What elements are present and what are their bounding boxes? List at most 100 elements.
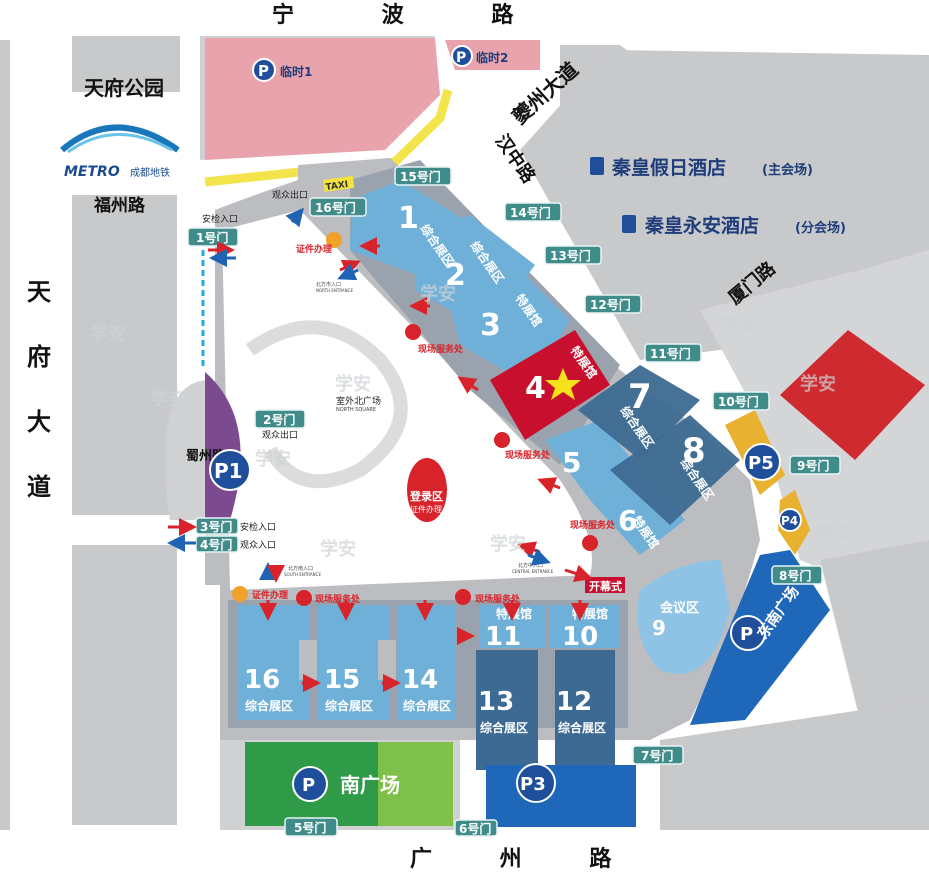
flow-arrows [167, 207, 593, 692]
svg-text:学安: 学安 [815, 523, 851, 545]
svg-text:秦皇假日酒店: 秦皇假日酒店 [611, 156, 726, 179]
svg-text:P: P [302, 775, 315, 796]
onsite-service-mid[interactable]: 现场服务处 [494, 432, 551, 461]
onsite-service-south-1[interactable]: 现场服务处 [296, 590, 361, 606]
svg-text:登录区: 登录区 [409, 489, 443, 503]
gate-3[interactable]: 3号门 [195, 517, 239, 535]
p5-label[interactable]: P5 [743, 443, 781, 481]
svg-text:11: 11 [485, 622, 521, 652]
hall-7[interactable] [578, 365, 700, 460]
svg-text:学安: 学安 [800, 373, 836, 395]
gate-1[interactable]: 1号门 [187, 227, 239, 247]
svg-text:3: 3 [480, 308, 501, 343]
gate-9[interactable]: 9号门 [789, 455, 841, 475]
gate-6[interactable]: 6号门 [454, 819, 498, 837]
gate-15[interactable]: 15号门 [394, 166, 452, 186]
svg-text:道: 道 [27, 473, 51, 501]
taxi-stand: TAXI [323, 175, 355, 193]
gate-10[interactable]: 10号门 [712, 391, 770, 411]
svg-text:学安: 学安 [90, 323, 126, 345]
road-tianfu-park: 天府公园 [84, 76, 164, 100]
svg-text:4号门: 4号门 [200, 537, 232, 552]
svg-text:3号门: 3号门 [200, 519, 232, 534]
p4-label[interactable]: P4 [778, 508, 802, 532]
hotel-branch[interactable]: 秦皇永安酒店 (分会场) [622, 214, 846, 237]
p1-label[interactable]: P1 [209, 449, 251, 491]
svg-text:1: 1 [398, 201, 419, 236]
gate-11[interactable]: 11号门 [644, 343, 702, 363]
svg-text:P: P [456, 50, 466, 66]
hall-10[interactable] [550, 605, 620, 648]
svg-text:P1: P1 [214, 459, 243, 483]
label-south-entrance: 北方南入口 [288, 565, 313, 572]
svg-text:(主会场): (主会场) [762, 162, 813, 178]
road-tianfu-avenue: 天 府 大 道 [27, 278, 51, 501]
svg-text:5号门: 5号门 [294, 820, 326, 835]
label-security-entry-north: 安检入口 [202, 213, 238, 225]
svg-text:临时1: 临时1 [280, 64, 312, 79]
registration-area[interactable]: 登录区 证件办理 [407, 458, 447, 522]
svg-text:学安: 学安 [420, 283, 456, 305]
label-central-entrance: 北方中入口 [518, 562, 543, 569]
hall-8[interactable] [610, 415, 740, 525]
svg-text:证件办理: 证件办理 [410, 504, 442, 514]
svg-text:6: 6 [618, 504, 637, 537]
hall-11[interactable] [480, 605, 545, 648]
label-south-entrance-en: SOUTH ENTRANCE [284, 572, 321, 577]
gate-16[interactable]: 16号门 [309, 197, 367, 217]
gate-8[interactable]: 8号门 [771, 565, 823, 585]
certificate-north[interactable]: 证件办理 [296, 232, 342, 255]
svg-text:15: 15 [324, 665, 360, 695]
svg-text:特展馆: 特展馆 [572, 606, 608, 621]
svg-text:11号门: 11号门 [650, 346, 691, 361]
hall-15[interactable] [318, 605, 390, 720]
gate-14[interactable]: 14号门 [504, 202, 562, 222]
svg-text:证件办理: 证件办理 [296, 243, 332, 255]
hall-9-conference[interactable] [637, 560, 731, 674]
temp-parking-1 [205, 38, 440, 160]
hall-4[interactable] [490, 330, 610, 440]
onsite-service-east[interactable]: 现场服务处 [570, 519, 616, 551]
service-points: 证件办理 现场服务处 现场服务处 现场服务处 证件办理 现场服务处 现场服务处 [232, 232, 616, 606]
temp-parking-2-label[interactable]: P 临时2 [451, 45, 508, 67]
label-audience-exit-west: 观众出口 [262, 429, 298, 441]
hall-6[interactable] [590, 470, 685, 555]
hall-12[interactable] [555, 650, 615, 770]
svg-text:大: 大 [27, 408, 51, 436]
onsite-service-north[interactable]: 现场服务处 [405, 324, 464, 355]
metro-logo-text: METRO [64, 164, 120, 180]
temp-parking-1-label[interactable]: P 临时1 [252, 58, 312, 82]
svg-text:学安: 学安 [255, 448, 291, 470]
svg-text:现场服务处: 现场服务处 [475, 593, 521, 605]
north-square-swirl [245, 320, 408, 489]
svg-text:现场服务处: 现场服务处 [505, 449, 551, 461]
gate-13[interactable]: 13号门 [544, 245, 602, 265]
road-ningbo: 宁 波 路 [272, 2, 553, 28]
gate-2[interactable]: 2号门 [254, 409, 306, 429]
onsite-service-south-2[interactable]: 现场服务处 [455, 589, 521, 605]
label-north-entrance-en: NORTH ENTRANCE [316, 288, 353, 293]
gate-12[interactable]: 12号门 [584, 294, 642, 314]
svg-text:现场服务处: 现场服务处 [570, 519, 616, 531]
gate-5[interactable]: 5号门 [284, 817, 338, 837]
hall-5[interactable] [545, 420, 640, 500]
svg-text:13: 13 [478, 687, 514, 717]
svg-text:1号门: 1号门 [196, 230, 228, 245]
hall-13[interactable] [476, 650, 538, 770]
svg-text:开幕式: 开幕式 [589, 579, 622, 593]
svg-text:天: 天 [27, 278, 51, 306]
hall-14[interactable] [398, 605, 455, 720]
svg-text:7: 7 [628, 377, 652, 417]
certificate-south[interactable]: 证件办理 [232, 586, 288, 602]
hall-16[interactable] [238, 605, 310, 720]
opening-ceremony[interactable]: 开幕式 [585, 577, 625, 593]
road-fuzhou: 福州路 [93, 195, 146, 216]
svg-text:12: 12 [556, 687, 592, 717]
p3-label[interactable]: P3 [516, 763, 556, 803]
svg-text:10: 10 [562, 622, 598, 652]
hotel-main[interactable]: 秦皇假日酒店 (主会场) [590, 156, 813, 179]
svg-text:学安: 学安 [335, 373, 371, 395]
gate-4[interactable]: 4号门 [195, 535, 239, 553]
south-plaza-label[interactable]: P 南广场 [292, 766, 400, 802]
gate-7[interactable]: 7号门 [632, 745, 684, 765]
